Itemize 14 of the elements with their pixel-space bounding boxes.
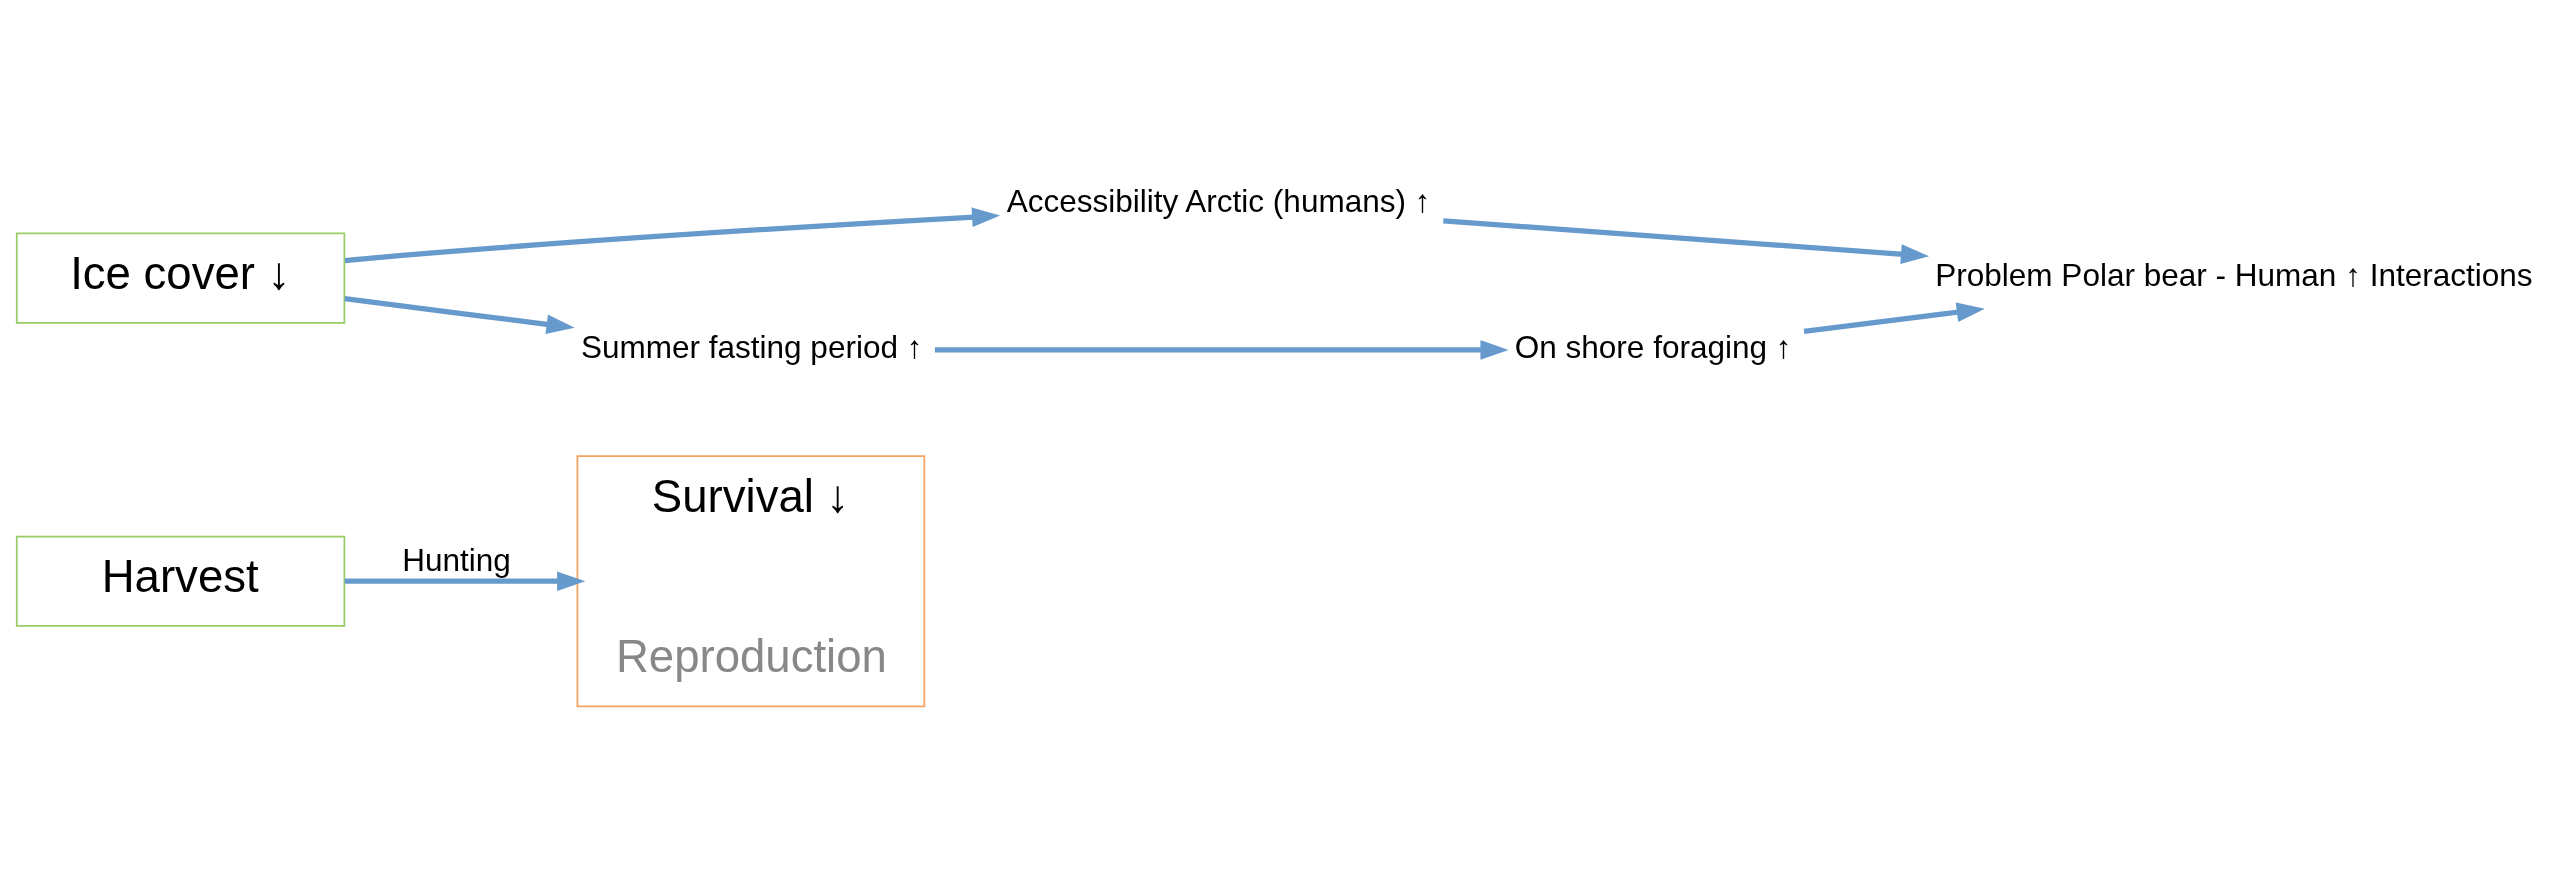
arrow [1443,218,1930,264]
node-box: Ice cover ↓ [15,232,346,324]
node-box: Survival ↓ Reproduction [576,455,926,708]
arrow [344,571,586,592]
node-text: On shore foraging ↑ [1514,328,1792,365]
arrow [934,340,1509,360]
edge-label: Hunting [402,542,511,579]
node-text: Summer fasting period ↑ [580,328,923,365]
node-text: Accessibility Arctic (humans) ↑ [1006,183,1431,220]
node-box: Harvest [15,535,346,627]
arrow [344,207,1001,264]
node-text: Problem Polar bear - Human ↑ Interactions [1935,256,2533,293]
arrow [344,296,575,335]
arrow [1803,302,1985,334]
